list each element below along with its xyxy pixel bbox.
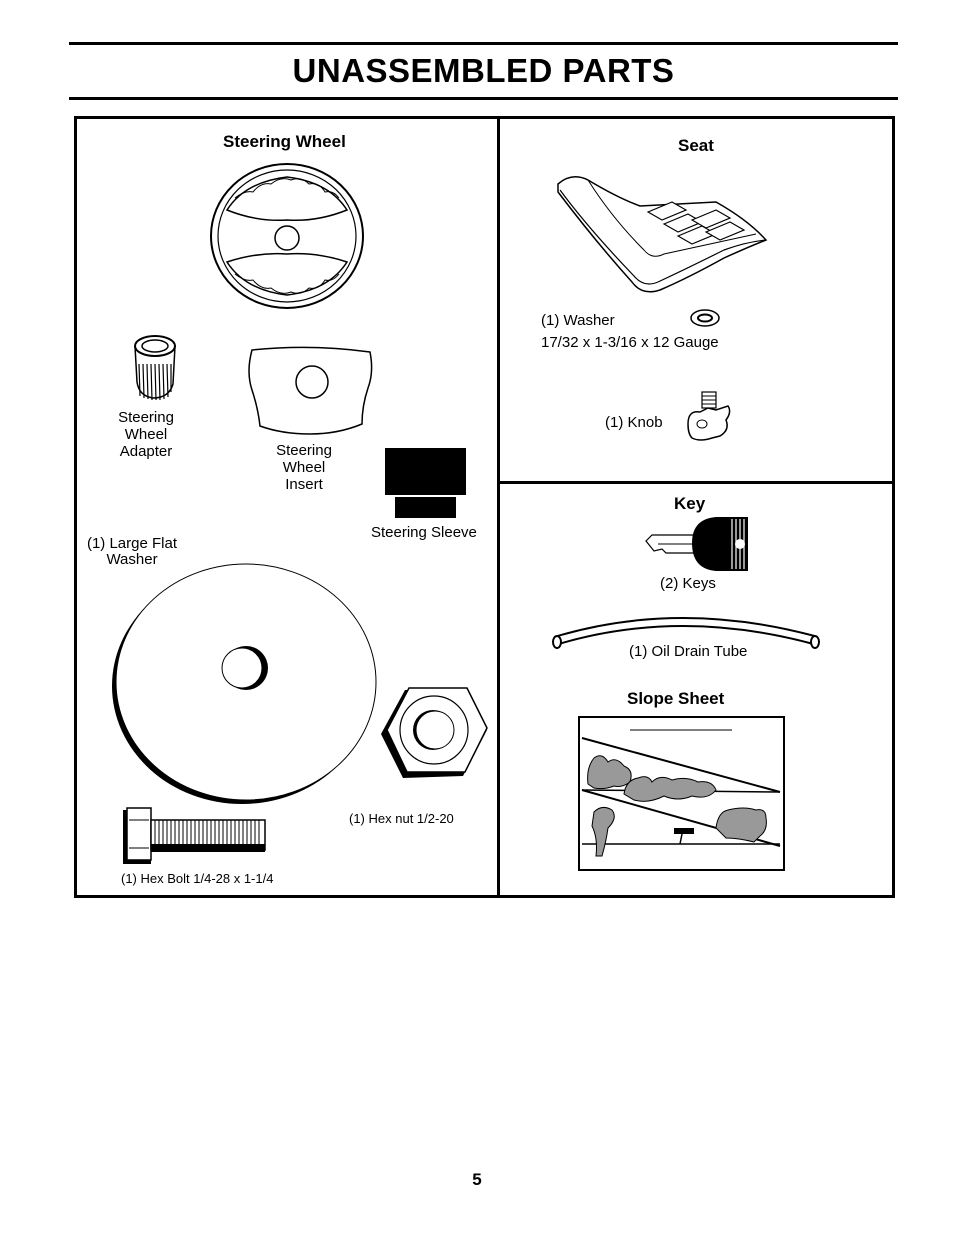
hex-bolt-label: (1) Hex Bolt 1/4-28 x 1-1/4 xyxy=(121,871,274,886)
small-washer-label: (1) Washer xyxy=(541,312,615,329)
seat-heading: Seat xyxy=(678,136,714,155)
vertical-divider xyxy=(497,116,500,898)
slope-sheet-heading: Slope Sheet xyxy=(627,689,725,708)
sleeve-label: Steering Sleeve xyxy=(371,524,477,541)
adapter-label: Steering Wheel Adapter xyxy=(118,409,174,460)
large-washer-icon xyxy=(112,563,377,804)
small-washer-size: 17/32 x 1-3/16 x 12 Gauge xyxy=(541,334,719,351)
large-washer-label: (1) Large Flat Washer xyxy=(86,535,178,568)
slope-sheet-icon xyxy=(578,716,785,871)
small-washer-icon xyxy=(690,309,720,327)
knob-label: (1) Knob xyxy=(605,414,663,431)
keys-label: (2) Keys xyxy=(660,575,716,592)
steering-wheel-heading: Steering Wheel xyxy=(223,132,346,151)
title-underline xyxy=(69,97,898,100)
page-number: 5 xyxy=(472,1170,482,1189)
page-title: UNASSEMBLED PARTS xyxy=(292,52,675,89)
seat-icon xyxy=(557,176,768,293)
oil-drain-tube-label: (1) Oil Drain Tube xyxy=(629,643,748,660)
knob-icon xyxy=(687,391,731,441)
insert-icon xyxy=(248,346,373,435)
steering-wheel-icon xyxy=(210,163,364,309)
insert-label: Steering Wheel Insert xyxy=(276,442,332,493)
parts-frame xyxy=(74,116,895,898)
hex-bolt-icon xyxy=(123,807,266,864)
hex-nut-icon xyxy=(381,687,488,778)
key-icon xyxy=(645,517,748,571)
hex-nut-label: (1) Hex nut 1/2-20 xyxy=(349,811,454,826)
sleeve-icon xyxy=(385,448,466,518)
top-rule xyxy=(69,42,898,45)
key-heading: Key xyxy=(674,494,706,513)
horizontal-divider xyxy=(497,481,895,484)
adapter-icon xyxy=(134,335,176,401)
oil-drain-tube-icon xyxy=(552,617,820,649)
